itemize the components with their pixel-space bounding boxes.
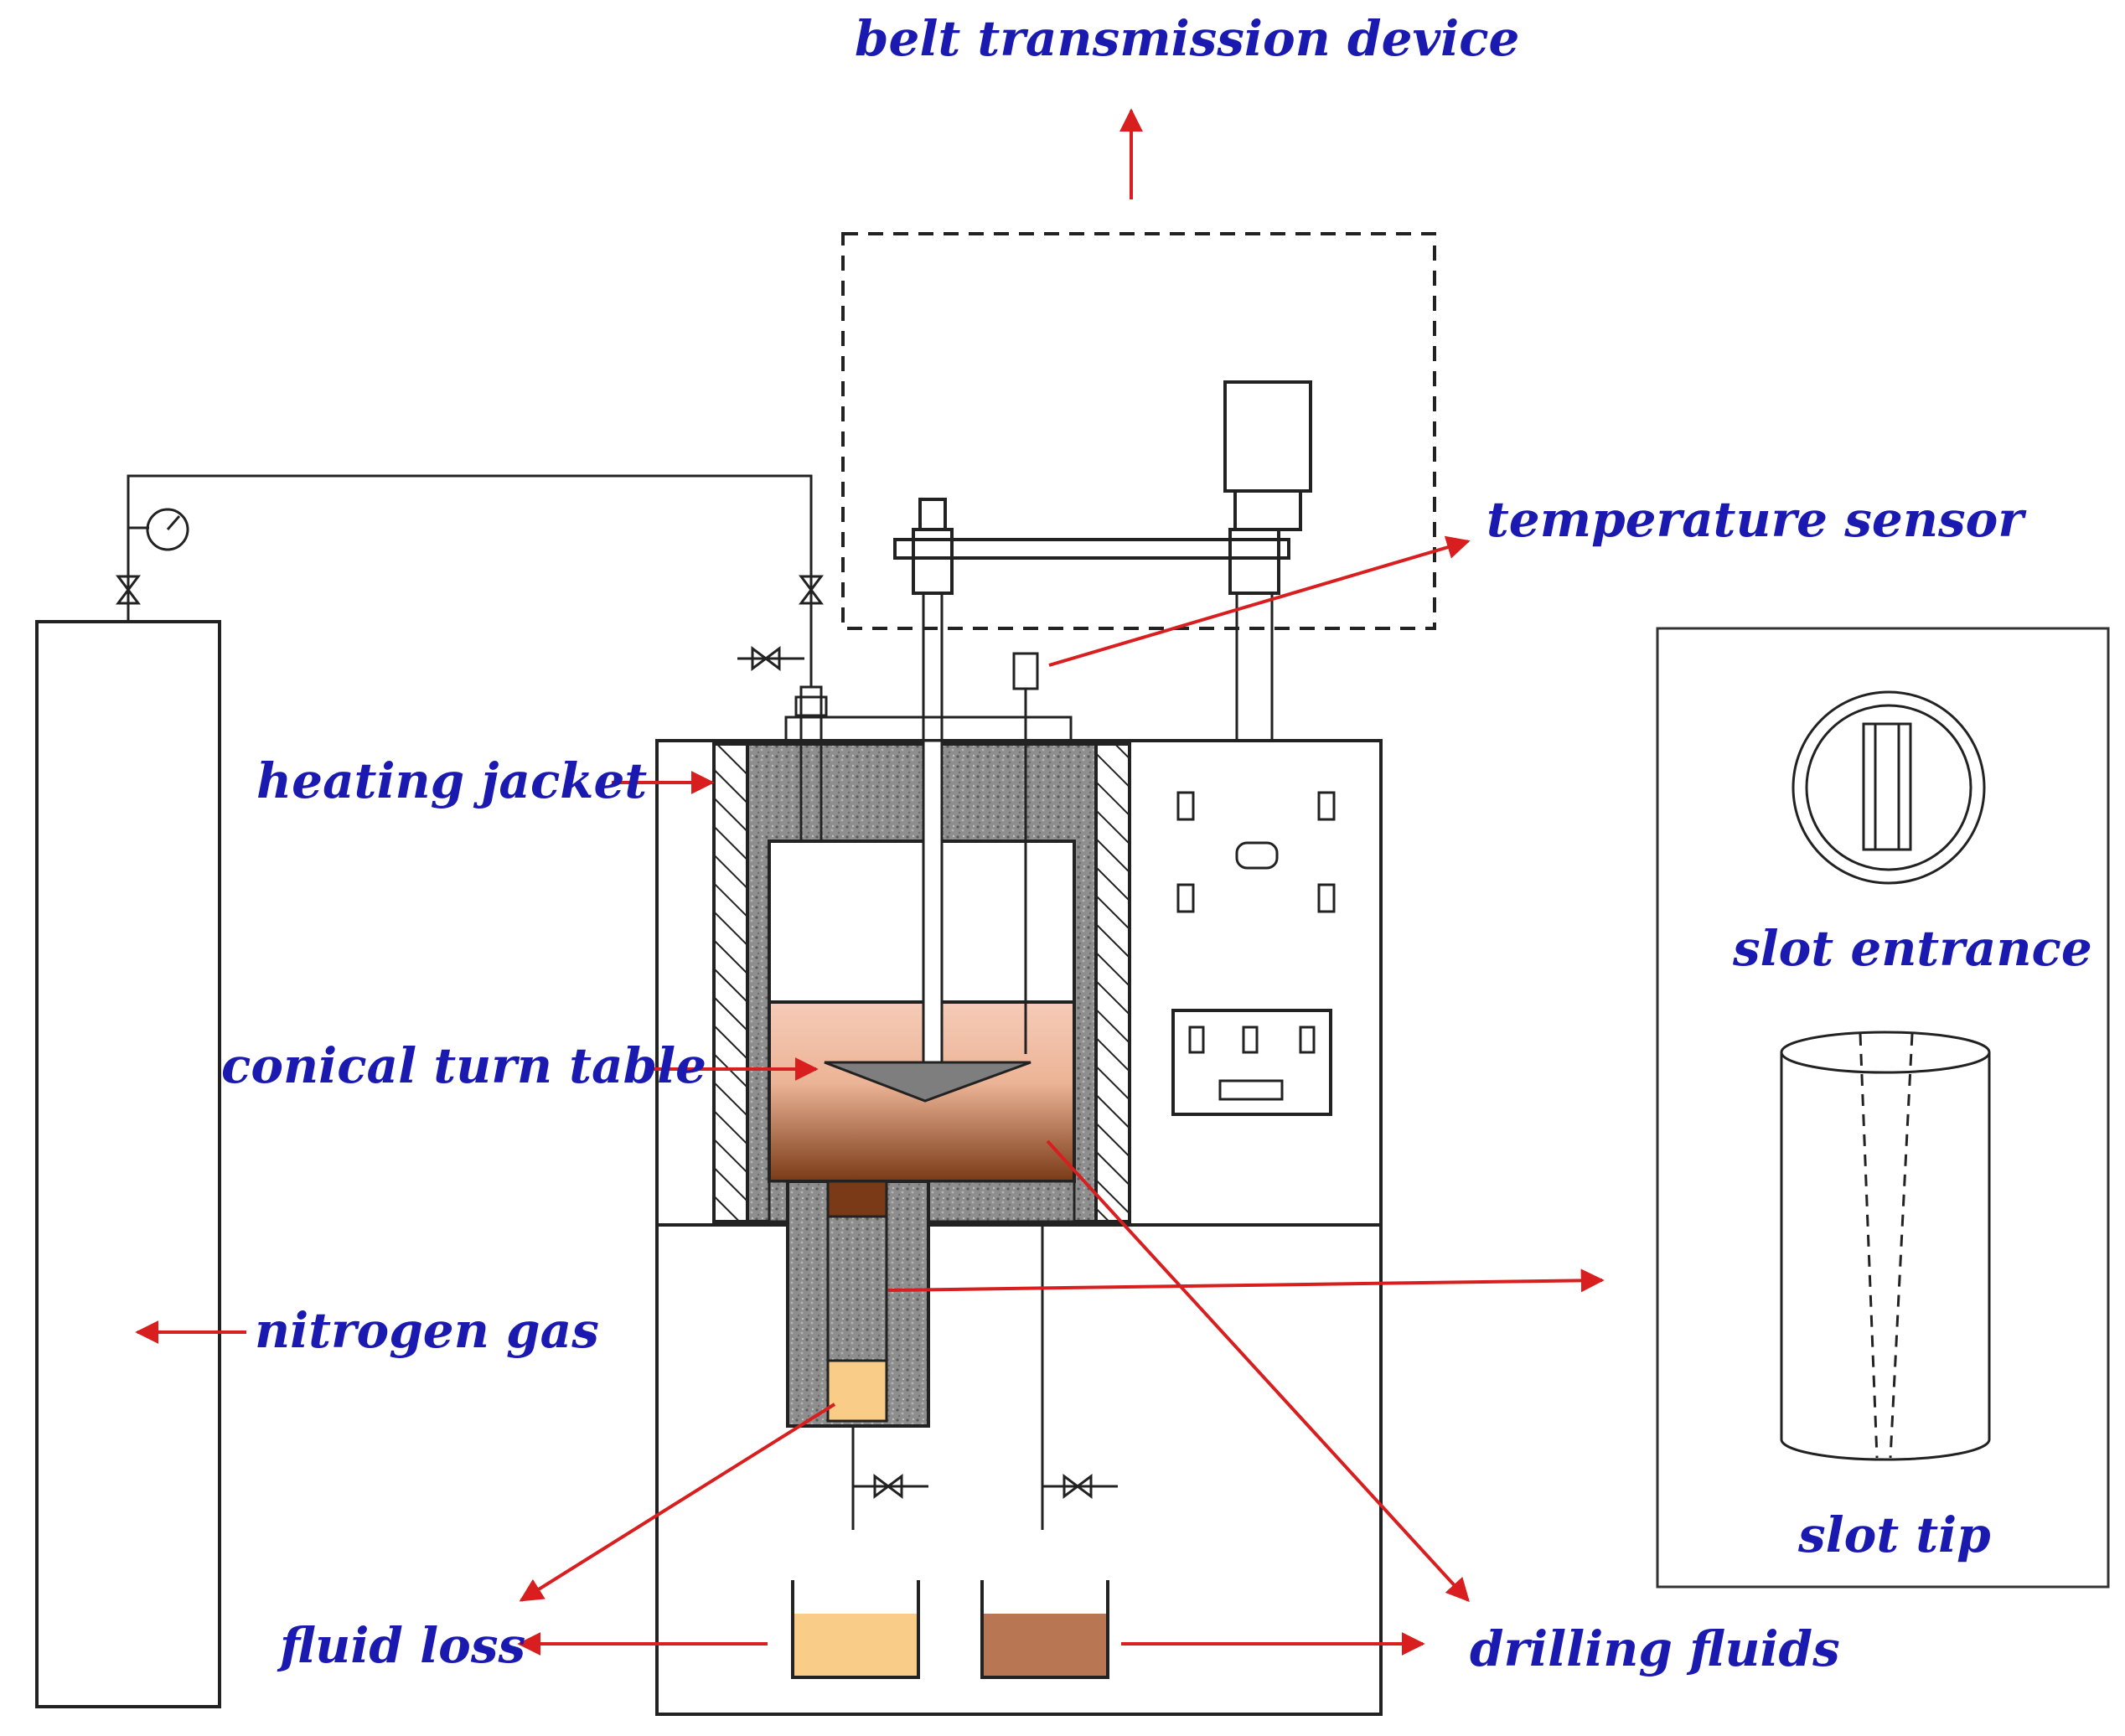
label-slot-tip: slot tip [1797, 1506, 1991, 1563]
slot-entrance-icon [1792, 690, 1986, 885]
belt-transmission-box [841, 232, 1436, 630]
pressure-gauge-icon [146, 508, 189, 551]
label-nitrogen-gas: nitrogen gas [255, 1302, 599, 1359]
heating-jacket-left [712, 742, 749, 1223]
annotation-arrows [135, 108, 1605, 1656]
gas-piping [116, 474, 824, 687]
main-cabinet [655, 739, 1383, 1716]
conical-turn-table [824, 1061, 1031, 1103]
nitrogen-cylinder [35, 620, 221, 1708]
cell-chamber [768, 840, 1076, 1004]
slot-inset-panel [1656, 627, 2110, 1589]
fluid-loss-beaker [791, 1580, 920, 1679]
temperature-sensor [1012, 652, 1039, 690]
slot-channel [826, 1215, 888, 1362]
fluid-loss-sample [826, 1359, 888, 1423]
label-temperature-sensor: temperature sensor [1486, 491, 2027, 548]
label-slot-entrance: slot entrance [1732, 920, 2092, 977]
heating-jacket-right [1094, 742, 1131, 1223]
drain-valves [851, 1222, 1118, 1530]
label-fluid-loss: fluid loss [277, 1617, 525, 1674]
label-heating-jacket: heating jacket [256, 752, 647, 809]
control-panel [1171, 791, 1336, 1116]
label-conical-turn-table: conical turn table [221, 1037, 706, 1094]
slot-tip-icon [1780, 1031, 1991, 1461]
label-drilling-fluids: drilling fluids [1470, 1620, 1840, 1677]
drilling-fluids-beaker [980, 1580, 1109, 1679]
label-belt-transmission: belt transmission device [855, 10, 1519, 67]
